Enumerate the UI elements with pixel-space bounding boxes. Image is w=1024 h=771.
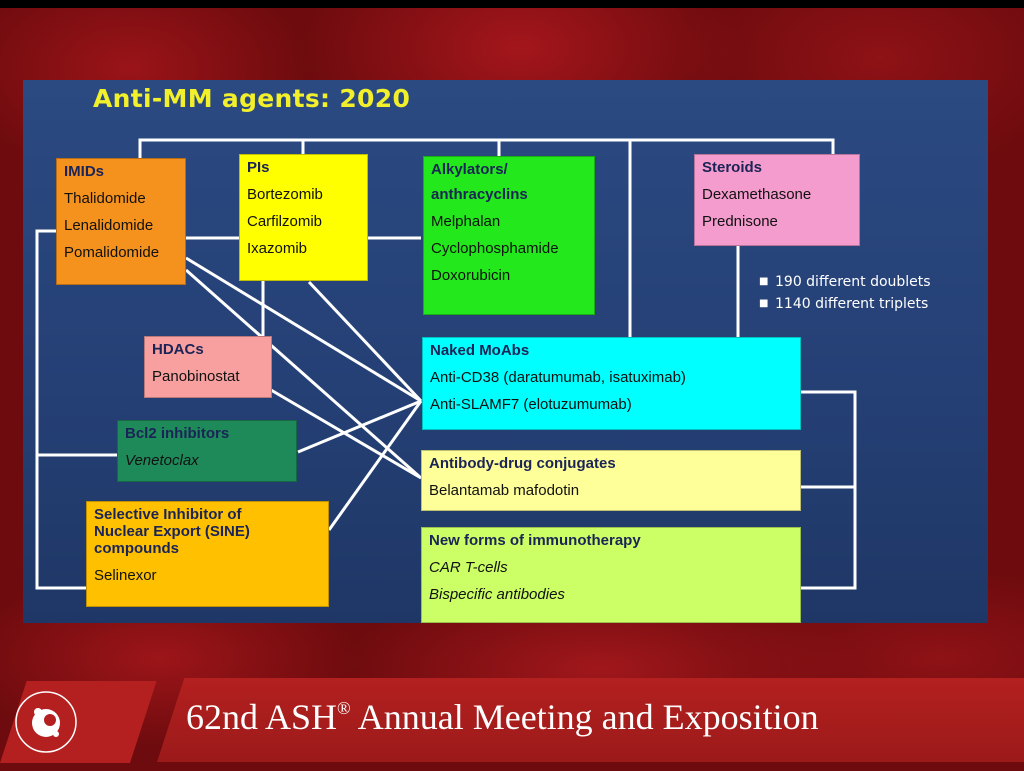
sine-header: Selective Inhibitor of xyxy=(94,506,242,523)
steroids-item: Prednisone xyxy=(702,213,778,230)
alkylators-item: Melphalan xyxy=(431,213,501,230)
imids-to-adc xyxy=(185,268,422,480)
immuno-box: New forms of immunotherapy CAR T-cells B… xyxy=(421,527,801,623)
sine-to-moabs xyxy=(327,400,423,531)
sine-box: Selective Inhibitor of Nuclear Export (S… xyxy=(86,501,329,607)
top-bus-line xyxy=(138,138,835,160)
moabs-box: Naked MoAbs Anti-CD38 (daratumumab, isat… xyxy=(422,337,801,430)
bcl2-box: Bcl2 inhibitors Venetoclax xyxy=(117,420,297,482)
imids-item: Lenalidomide xyxy=(64,217,154,234)
imids-box: IMIDs Thalidomide Lenalidomide Pomalidom… xyxy=(56,158,186,285)
hdacs-item: Panobinostat xyxy=(152,368,240,385)
note-triplets: 1140 different triplets xyxy=(775,296,929,312)
note-doublets: 190 different doublets xyxy=(775,274,931,290)
pis-item: Ixazomib xyxy=(247,240,308,257)
hdacs-to-adc xyxy=(270,388,422,480)
sine-item: Selinexor xyxy=(94,567,157,584)
slide: Anti-MM agents: 2020 xyxy=(23,80,988,623)
ash-logo-icon xyxy=(15,691,77,753)
sine-header: compounds xyxy=(94,540,179,557)
meeting-title-suffix: Annual Meeting and Exposition xyxy=(350,697,819,737)
bcl2-header: Bcl2 inhibitors xyxy=(125,425,230,442)
imids-header: IMIDs xyxy=(64,163,105,180)
hdacs-box: HDACs Panobinostat xyxy=(144,336,272,398)
moabs-item: Anti-SLAMF7 (elotuzumumab) xyxy=(430,396,632,413)
combination-notes: ■190 different doublets ■1140 different … xyxy=(759,274,931,312)
moabs-item: Anti-CD38 (daratumumab, isatuximab) xyxy=(430,369,686,386)
pis-item: Bortezomib xyxy=(247,186,323,203)
hdacs-header: HDACs xyxy=(152,341,204,358)
meeting-title-prefix: 62nd ASH xyxy=(186,697,338,737)
imids-item: Pomalidomide xyxy=(64,244,160,261)
imids-to-moabs xyxy=(185,256,422,403)
imids-item: Thalidomide xyxy=(64,190,146,207)
adc-item: Belantamab mafodotin xyxy=(429,482,580,499)
steroids-item: Dexamethasone xyxy=(702,186,812,203)
right-bracket xyxy=(801,390,857,590)
registered-mark: ® xyxy=(337,698,351,718)
alkylators-header: anthracyclins xyxy=(431,186,528,203)
left-spine xyxy=(35,229,87,590)
adc-box: Antibody-drug conjugates Belantamab mafo… xyxy=(421,450,801,511)
steroids-box: Steroids Dexamethasone Prednisone xyxy=(694,154,860,246)
alkylators-item: Doxorubicin xyxy=(431,267,511,284)
alkylators-item: Cyclophosphamide xyxy=(431,240,559,257)
pis-to-moabs xyxy=(307,280,423,403)
adc-header: Antibody-drug conjugates xyxy=(429,455,616,472)
pis-box: PIs Bortezomib Carfilzomib Ixazomib xyxy=(239,154,368,281)
connector-lines xyxy=(35,138,857,590)
meeting-title: 62nd ASH® Annual Meeting and Exposition xyxy=(186,696,819,738)
bcl2-item: Venetoclax xyxy=(125,452,199,469)
moabs-header: Naked MoAbs xyxy=(430,342,530,359)
slide-title: Anti-MM agents: 2020 xyxy=(93,84,411,113)
pis-item: Carfilzomib xyxy=(247,213,323,230)
immuno-item: CAR T-cells xyxy=(429,559,508,576)
alkylators-box: Alkylators/ anthracyclins Melphalan Cycl… xyxy=(423,156,595,315)
bcl2-to-moabs xyxy=(297,399,422,454)
immuno-header: New forms of immunotherapy xyxy=(429,532,641,549)
sine-header: Nuclear Export (SINE) xyxy=(94,523,250,540)
steroids-header: Steroids xyxy=(702,159,763,176)
pis-header: PIs xyxy=(247,159,270,176)
immuno-item: Bispecific antibodies xyxy=(429,586,565,603)
alkylators-header: Alkylators/ xyxy=(431,161,508,178)
